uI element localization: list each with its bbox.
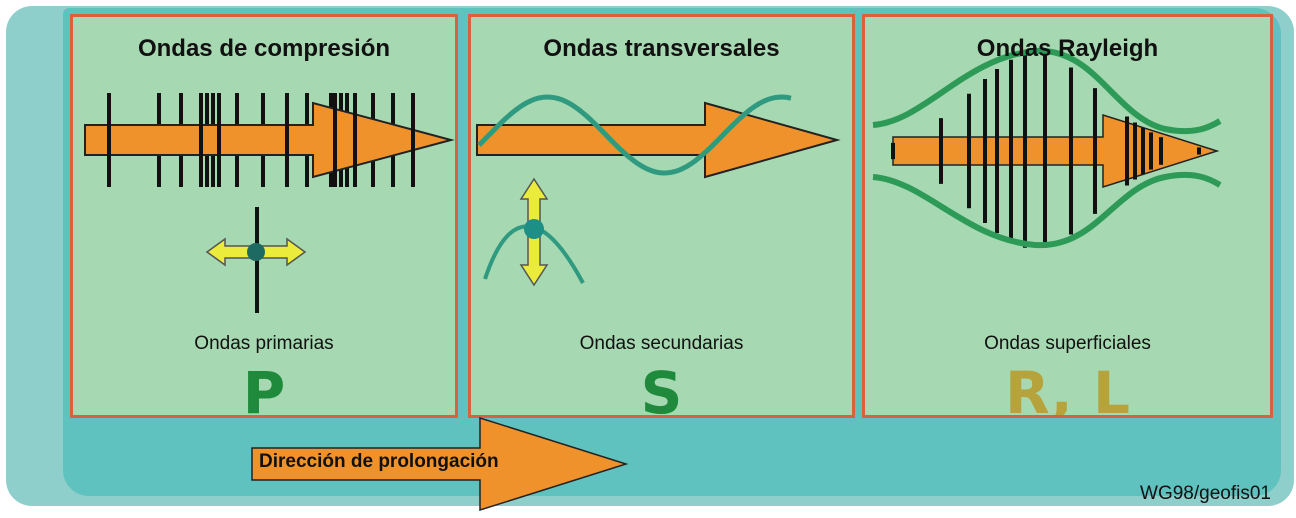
propagation-arrow xyxy=(476,101,841,179)
wave-code-label: R, L xyxy=(1005,359,1130,418)
particle-motion-vertical-icon xyxy=(519,177,549,287)
compression-wave-illustration xyxy=(84,93,455,313)
wave-code-label: S xyxy=(640,359,683,418)
rayleigh-line-group xyxy=(891,54,1201,248)
wave-code-label: P xyxy=(242,359,286,418)
panel-subtitle: Ondas superficiales xyxy=(984,333,1151,354)
rayleigh-envelope-top xyxy=(872,47,1222,135)
panel-title: Ondas de compresión xyxy=(137,35,391,62)
particle-motion-horizontal-icon xyxy=(205,207,307,313)
direction-arrow xyxy=(251,416,629,512)
rayleigh-wave-illustration xyxy=(872,47,1222,249)
panel-transverse-waves: Ondas transversales Ondas secundarias S xyxy=(468,14,855,418)
propagation-arrow xyxy=(84,101,455,179)
transverse-wave-illustration xyxy=(476,94,841,287)
credit-label: WG98/geofis01 xyxy=(1140,483,1271,504)
panel-subtitle: Ondas primarias xyxy=(194,333,334,354)
sine-wave xyxy=(477,94,792,176)
direction-label: Dirección de prolongación xyxy=(259,451,499,472)
panel-title: Ondas transversales xyxy=(543,35,780,62)
panel-title: Ondas Rayleigh xyxy=(976,35,1159,62)
panel-rayleigh-waves: Ondas Rayleigh Ondas superficiales R, L xyxy=(862,14,1273,418)
rayleigh-envelope-bottom xyxy=(872,171,1222,249)
panel-subtitle: Ondas secundarias xyxy=(579,333,744,354)
panel-compression-waves: Ondas de compresión Ondas primarias P xyxy=(70,14,458,418)
